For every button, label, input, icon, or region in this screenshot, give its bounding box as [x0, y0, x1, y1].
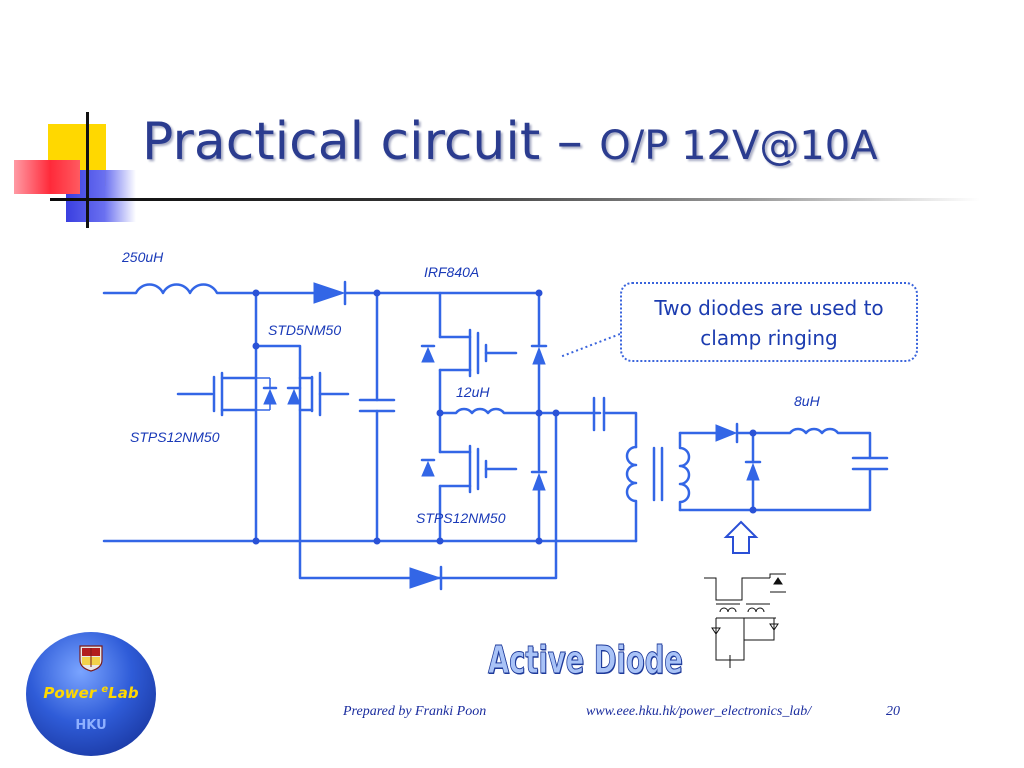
logo-name-suffix: Lab: [108, 684, 139, 702]
title-main: Practical circuit –: [142, 112, 600, 172]
label-250uh: 250uH: [121, 249, 164, 265]
series-diode-top: [253, 280, 541, 306]
lower-mosfet: [420, 411, 518, 543]
coupling-capacitor: [592, 396, 638, 449]
left-mosfet: [176, 291, 278, 543]
hku-crest-icon: [79, 645, 103, 672]
title-underline: [50, 198, 980, 201]
std-mosfet: [254, 344, 558, 580]
logo-org: HKU: [75, 718, 107, 733]
inductor-12uh: [438, 407, 602, 415]
label-stps12nm50-left: STPS12NM50: [130, 429, 220, 445]
label-std5nm50: STD5NM50: [268, 322, 341, 338]
label-stps12nm50-bottom: STPS12NM50: [416, 510, 506, 526]
active-diode-wordart: Active Diode: [488, 638, 684, 683]
logo-name-prefix: Power: [43, 684, 102, 702]
input-capacitor: [358, 291, 396, 543]
secondary-rectifier: [678, 422, 889, 512]
corner-red-block: [14, 160, 80, 194]
title-sub: O/P 12V@10A: [599, 123, 878, 169]
footer-url: www.eee.hku.hk/power_electronics_lab/: [586, 704, 812, 719]
upper-mosfet: [420, 291, 518, 415]
series-diode-bottom: [409, 565, 443, 591]
transformer: [625, 431, 691, 543]
input-wire: [102, 283, 257, 295]
clamp-diode-lower: [530, 470, 548, 543]
slide-title: Practical circuit – O/P 12V@10A: [142, 112, 878, 172]
logo-name-sup: e: [101, 684, 109, 695]
callout-line-2: clamp ringing: [700, 326, 838, 350]
junction-dots: [252, 289, 757, 545]
active-diode-schematic-icon: [704, 573, 786, 668]
logo-name: Power eLab: [26, 684, 156, 702]
up-arrow-icon: [723, 520, 759, 554]
callout-box: Two diodes are used to clamp ringing: [620, 282, 918, 362]
footer-page-number: 20: [886, 704, 900, 719]
label-irf840a: IRF840A: [424, 264, 479, 280]
clamp-diode-upper: [530, 291, 548, 472]
callout-pointer: [559, 333, 621, 358]
label-8uh: 8uH: [794, 393, 821, 409]
power-elab-logo: Power eLab HKU: [26, 632, 156, 756]
corner-vertical-line: [86, 112, 89, 228]
callout-line-1: Two diodes are used to: [654, 296, 884, 320]
label-12uh: 12uH: [456, 384, 490, 400]
footer-prepared-by: Prepared by Franki Poon: [343, 704, 487, 719]
